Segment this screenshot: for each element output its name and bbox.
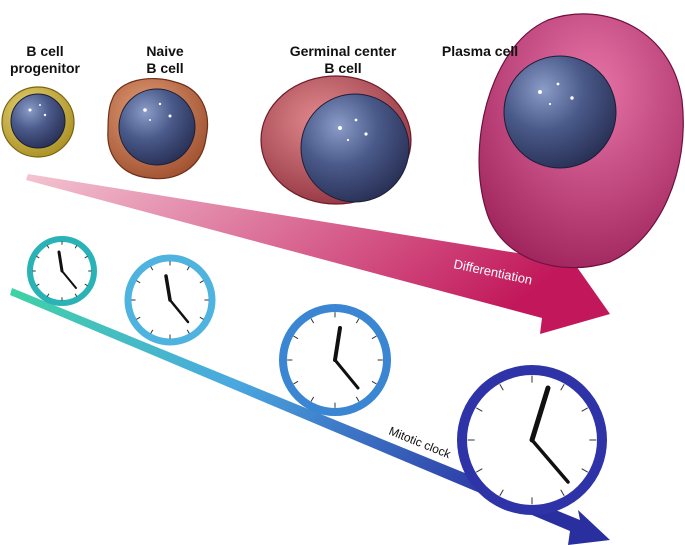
clock-tick — [310, 318, 315, 324]
nucleus — [300, 93, 410, 203]
clock-tick — [46, 245, 50, 249]
clock-tick — [371, 380, 377, 385]
differentiation-arrow: Differentiation — [26, 174, 610, 334]
cell-naive-b-cell — [107, 78, 208, 180]
clock-tick — [36, 255, 40, 259]
clock-1 — [27, 236, 97, 306]
clock-tick — [475, 407, 483, 412]
cell-b-cell-progenitor — [1, 86, 75, 158]
label-plasma-cell: Plasma cell — [430, 43, 530, 60]
nucleus — [10, 93, 66, 149]
clock-tick — [499, 489, 504, 497]
clock-tick — [560, 383, 565, 391]
label-line: Plasma cell — [441, 43, 519, 59]
clock-tick — [581, 407, 589, 412]
label-b-cell-progenitor: B cell progenitor — [0, 43, 90, 77]
label-line: Naive — [146, 43, 184, 59]
clock-tick — [293, 380, 299, 385]
clock-tick — [136, 280, 141, 284]
clock-tick — [371, 335, 377, 340]
clock-tick — [150, 266, 154, 271]
clock-tick — [310, 396, 315, 402]
clock-tick — [136, 316, 141, 320]
clock-tick — [475, 468, 483, 473]
clock-3 — [279, 304, 391, 416]
clock-tick — [581, 468, 589, 473]
clock-tick — [74, 245, 78, 249]
label-naive-b-cell: Naive B cell — [125, 43, 205, 77]
clock-tick — [84, 283, 88, 287]
clock-tick — [499, 383, 504, 391]
clock-tick — [186, 329, 190, 334]
clock-tick — [293, 335, 299, 340]
label-germinal-center-b-cell: Germinal center B cell — [278, 43, 408, 77]
clock-4 — [457, 365, 607, 515]
clock-2 — [124, 254, 216, 346]
cell-germinal-center-b-cell — [260, 75, 412, 205]
clock-tick — [84, 255, 88, 259]
nucleus — [503, 55, 617, 169]
clock-tick — [186, 266, 190, 271]
clock-tick — [36, 283, 40, 287]
clock-tick — [74, 293, 78, 297]
clock-tick — [199, 316, 204, 320]
label-line: B cell — [324, 60, 362, 76]
label-line: B cell — [146, 60, 184, 76]
clock-tick — [355, 396, 360, 402]
clock-tick — [199, 280, 204, 284]
clock-tick — [355, 318, 360, 324]
clock-tick — [560, 489, 565, 497]
cell-plasma-cell — [478, 13, 684, 269]
nucleus — [118, 88, 196, 166]
label-line: B cell — [26, 43, 64, 59]
clock-tick — [46, 293, 50, 297]
clock-tick — [150, 329, 154, 334]
label-line: Germinal center — [289, 43, 397, 59]
label-line: progenitor — [10, 60, 80, 76]
